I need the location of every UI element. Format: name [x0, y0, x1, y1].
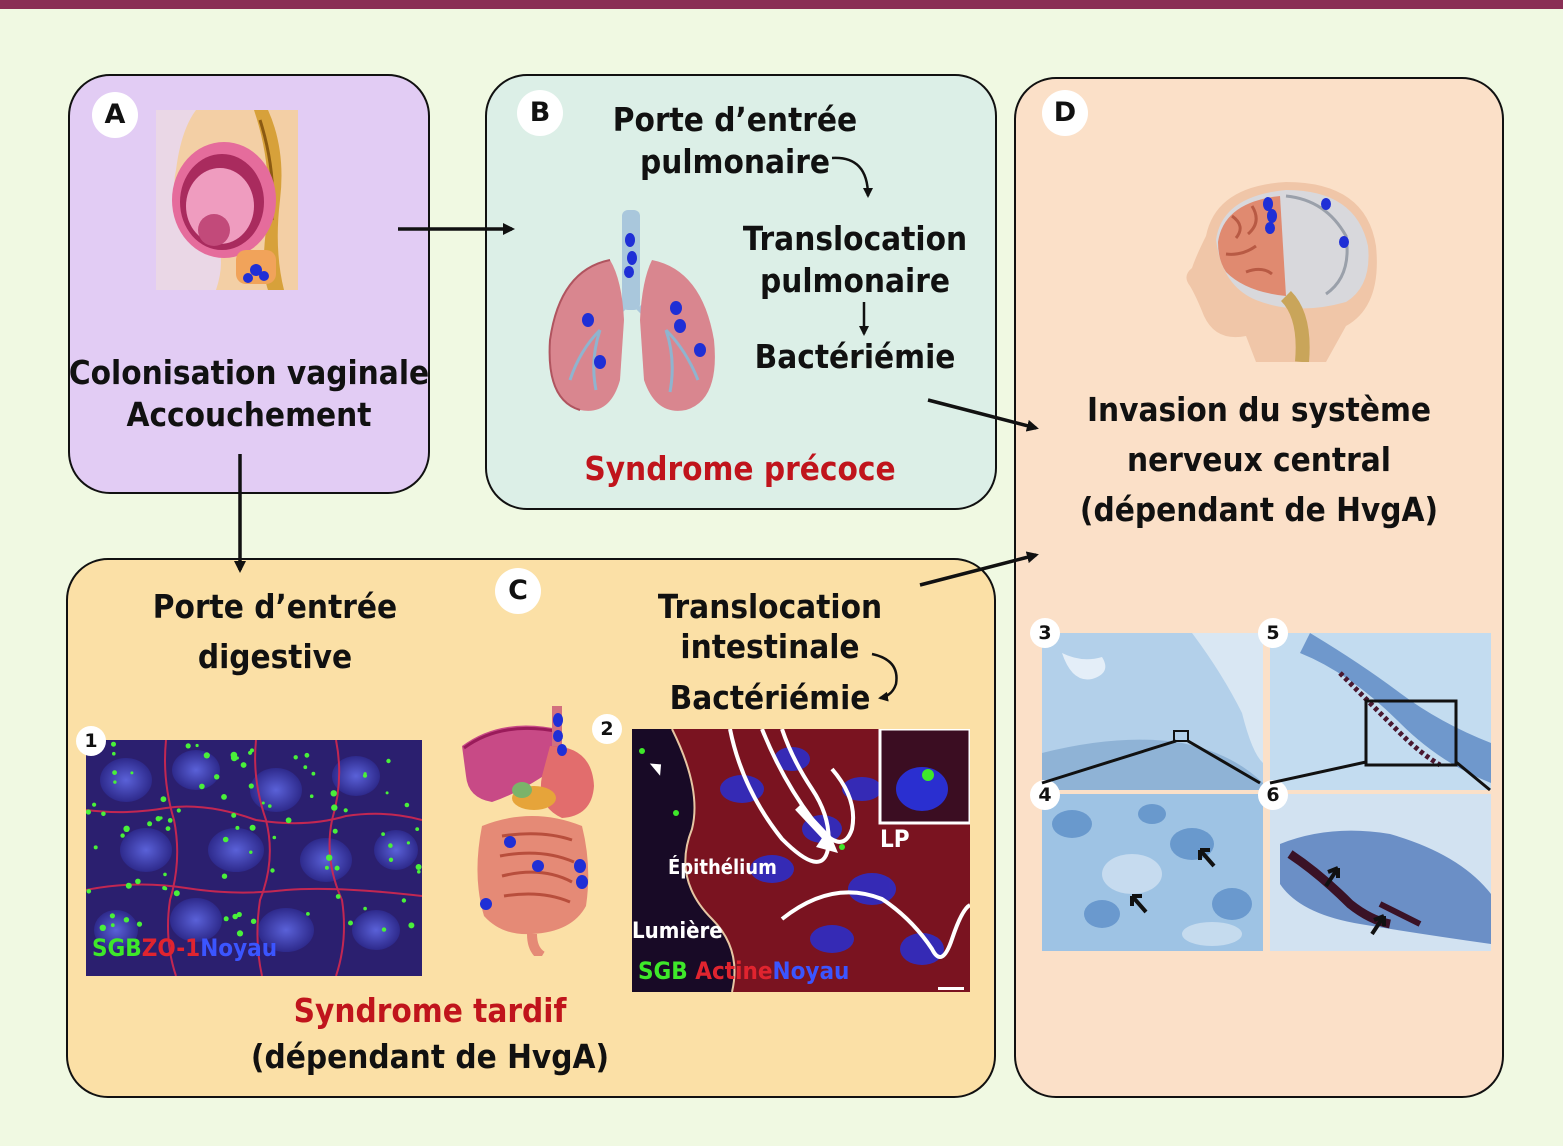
top-color-bar: [0, 0, 1563, 9]
micro2-legend-sgb: SGB: [638, 957, 688, 985]
panel-a-caption-line1: Colonisation vaginale: [68, 353, 430, 392]
histology-image-6: [1270, 794, 1491, 951]
panel-a-caption-line2: Accouchement: [126, 395, 372, 434]
panel-a-letter: A: [92, 92, 138, 138]
micrograph-2-number: 2: [592, 714, 622, 744]
panel-c-syndrome: Syndrome tardif: [293, 991, 567, 1030]
panel-c-translocation-line1: Translocation: [657, 587, 883, 626]
histology-6-number: 6: [1258, 780, 1288, 810]
panel-c-entry-line2: digestive: [197, 637, 353, 676]
micrograph-1-cell-junctions: SGBZO-1Noyau: [86, 740, 422, 976]
panel-b-letter: B: [517, 90, 563, 136]
histology-image-4: [1042, 794, 1263, 951]
panel-b-translocation-line1: Translocation: [742, 219, 968, 258]
lungs-illustration: [540, 210, 726, 416]
panel-d-letter: D: [1042, 90, 1088, 136]
panel-c-bacteremia: Bactériémie: [669, 678, 871, 717]
panel-b-entry-line2: pulmonaire: [639, 142, 831, 181]
histology-3-number: 3: [1030, 618, 1060, 648]
micro2-label-lumiere: Lumière: [632, 919, 723, 944]
micro1-legend-sgb: SGB: [92, 934, 142, 962]
panel-d-caption-line2: nerveux central: [1127, 440, 1391, 479]
histology-4-number: 4: [1030, 780, 1060, 810]
panel-b-entry-line1: Porte d’entrée: [612, 100, 858, 139]
micro1-legend-noyau: Noyau: [200, 934, 278, 962]
panel-b-syndrome: Syndrome précoce: [584, 449, 896, 488]
panel-c-dependency: (dépendant de HvgA): [250, 1037, 610, 1076]
panel-c-translocation-line2: intestinale: [680, 627, 860, 666]
panel-c-entry-line1: Porte d’entrée: [152, 587, 398, 626]
pregnancy-illustration: [156, 110, 298, 290]
histology-image-3: [1042, 633, 1263, 790]
panel-d-caption-line1: Invasion du système: [1086, 390, 1432, 429]
panel-d-caption-line3: (dépendant de HvgA): [1079, 490, 1439, 529]
histology-image-5: [1270, 633, 1491, 790]
histology-5-number: 5: [1258, 618, 1288, 648]
panel-c-letter: C: [495, 568, 541, 614]
micro1-legend-zo1: ZO-1: [141, 934, 201, 962]
infant-head-brain-illustration: [1176, 176, 1386, 362]
panel-b-bacteremia: Bactériémie: [754, 337, 956, 376]
micro2-legend-noyau: Noyau: [772, 957, 850, 985]
panel-b-translocation-line2: pulmonaire: [759, 261, 951, 300]
micro2-legend-actine: Actine: [695, 957, 773, 985]
digestive-system-illustration: [462, 706, 602, 956]
micrograph-1-number: 1: [76, 726, 106, 756]
micro2-label-epithelium: Épithélium: [668, 855, 777, 879]
micro2-label-lp: LP: [880, 825, 910, 853]
micrograph-2-intestinal-translocation: LP Épithélium Lumière SGB ActineNoyau: [632, 729, 970, 992]
